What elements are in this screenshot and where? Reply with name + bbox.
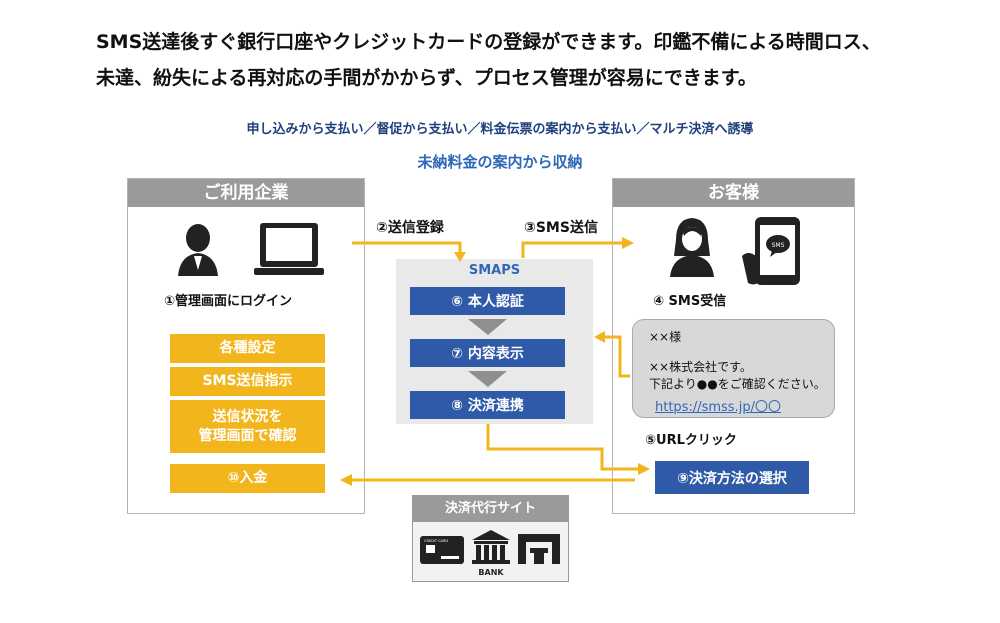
identity-verification-label: ⑥ 本人認証 bbox=[451, 294, 524, 310]
sms-company: ××株式会社です。 bbox=[649, 360, 752, 374]
payment-integration-step: ⑧ 決済連携 bbox=[410, 391, 565, 419]
arrow-send-registration bbox=[352, 241, 462, 254]
sms-send-instruction-button[interactable]: SMS送信指示 bbox=[170, 367, 325, 396]
sms-greeting: ××様 bbox=[649, 330, 682, 344]
headline-line-1: SMS送達後すぐ銀行口座やクレジットカードの登録ができます。印鑑不備による時間ロ… bbox=[96, 31, 881, 53]
sms-receive-label: ④ SMS受信 bbox=[653, 294, 727, 309]
customer-panel-title: お客様 bbox=[613, 179, 854, 207]
content-display-step: ⑦ 内容表示 bbox=[410, 339, 565, 367]
payment-agency-title: 決済代行サイト bbox=[413, 496, 568, 522]
identity-verification-step: ⑥ 本人認証 bbox=[410, 287, 565, 315]
payment-integration-label: ⑧ 決済連携 bbox=[451, 398, 524, 414]
diagram-subtitle: 未納料金の案内から収納 bbox=[417, 153, 583, 171]
company-panel-title: ご利用企業 bbox=[128, 179, 364, 207]
headline-line-2: 未達、紛失による再対応の手間がかからず、プロセス管理が容易にできます。 bbox=[96, 67, 757, 89]
login-label: ①管理画面にログイン bbox=[164, 294, 293, 309]
select-payment-label: ⑨決済方法の選択 bbox=[677, 470, 787, 487]
sms-instruction: 下記より●●をご確認ください。 bbox=[649, 377, 826, 391]
use-cases-subtitle: 申し込みから支払い／督促から支払い／料金伝票の案内から支払い／マルチ決済へ誘導 bbox=[246, 122, 754, 137]
payment-received-button[interactable]: ⑩入金 bbox=[170, 464, 325, 493]
payment-received-label: ⑩入金 bbox=[227, 470, 268, 486]
sms-send-instruction-label: SMS送信指示 bbox=[202, 373, 293, 389]
sms-message-bubble: ××様 ××株式会社です。 下記より●●をご確認ください。 https://sm… bbox=[632, 319, 835, 418]
sms-send-label: ③SMS送信 bbox=[524, 220, 598, 236]
sms-link[interactable]: https://smss.jp/〇〇 bbox=[655, 400, 781, 415]
status-check-label: 送信状況を 管理画面で確認 bbox=[198, 408, 297, 444]
payment-agency-box: 決済代行サイト bbox=[412, 495, 569, 582]
send-registration-label: ②送信登録 bbox=[376, 220, 444, 236]
url-click-label: ⑤URLクリック bbox=[645, 433, 737, 448]
smaps-label: SMAPS bbox=[468, 263, 521, 278]
company-panel: ご利用企業 bbox=[127, 178, 365, 514]
settings-button-label: 各種設定 bbox=[219, 340, 276, 356]
select-payment-button[interactable]: ⑨決済方法の選択 bbox=[655, 461, 809, 494]
status-check-button[interactable]: 送信状況を 管理画面で確認 bbox=[170, 400, 325, 453]
settings-button[interactable]: 各種設定 bbox=[170, 334, 325, 363]
arrow-sms-send bbox=[521, 241, 624, 258]
content-display-label: ⑦ 内容表示 bbox=[451, 346, 524, 362]
